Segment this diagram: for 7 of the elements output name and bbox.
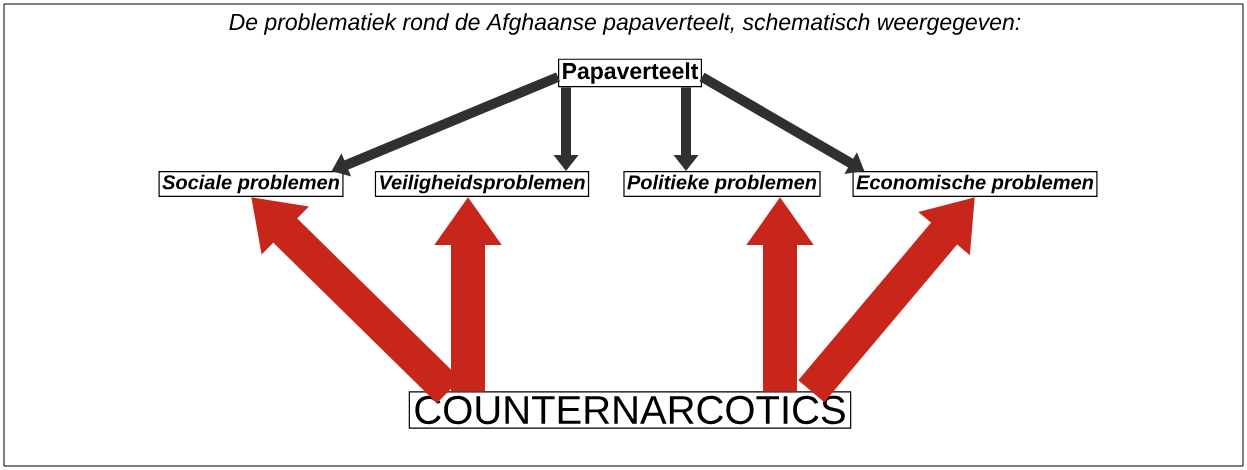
problem-box: Sociale problemen xyxy=(158,171,344,197)
caption-text: De problematiek rond de Afghaanse papaverteelt, schematisch weergegeven: xyxy=(229,13,1021,35)
problem-box: Politieke problemen xyxy=(623,171,821,197)
cause-box: Papaverteelt xyxy=(558,58,702,88)
problem-box: Economische problemen xyxy=(852,171,1098,197)
problem-box: Veiligheidsproblemen xyxy=(374,171,590,197)
counter-box: COUNTERNARCOTICS xyxy=(408,391,852,429)
